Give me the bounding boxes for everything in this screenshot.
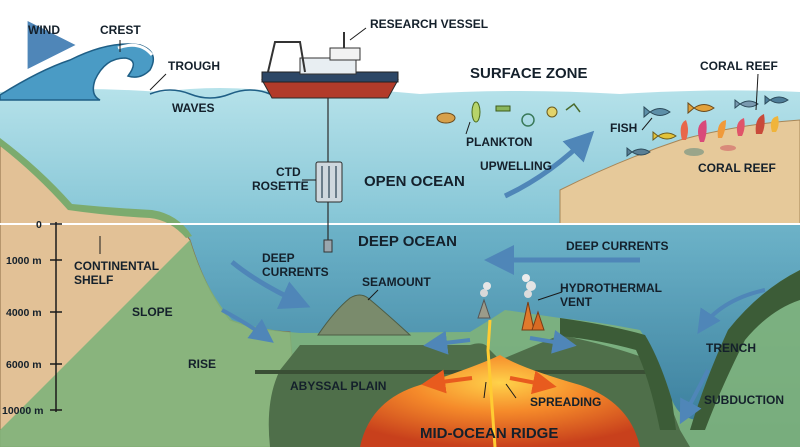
label-plankton: PLANKTON: [466, 135, 532, 149]
plankton-icon: [436, 101, 581, 127]
subduction-arrow: [679, 369, 710, 425]
depth-tick-0: 0: [36, 219, 42, 231]
label-crest: CREST: [100, 23, 141, 37]
label-spreading: SPREADING: [530, 395, 601, 409]
spreading-arrow-left: [421, 369, 473, 394]
label-continental-1: CONTINENTAL: [74, 259, 159, 273]
label-trench: TRENCH: [706, 341, 756, 355]
oceanic-plate-right: [560, 270, 800, 430]
label-wind: WIND: [28, 23, 60, 37]
label-fish: FISH: [610, 121, 637, 135]
ctd-rosette-icon: [315, 161, 343, 253]
label-deep-ocean: DEEP OCEAN: [358, 233, 457, 250]
plate-left-arrow: [423, 330, 471, 355]
label-abyssal-plain: ABYSSAL PLAIN: [290, 379, 386, 393]
label-subduction: SUBDUCTION: [704, 393, 784, 407]
leader-lines: [99, 27, 759, 399]
label-slope: SLOPE: [132, 305, 173, 319]
label-trough: TROUGH: [168, 59, 220, 73]
slope-arrow: [221, 308, 274, 343]
seamount: [317, 294, 412, 336]
research-vessel: [261, 32, 399, 99]
label-coral-reef: CORAL REEF: [698, 161, 776, 175]
spreading-arrow-right: [509, 370, 557, 395]
depth-tick-4000: 4000 m: [6, 307, 42, 319]
ridge-rift: [486, 319, 497, 447]
label-deep-currents-right: DEEP CURRENTS: [566, 239, 668, 253]
label-waves: WAVES: [172, 101, 214, 115]
coral-reef-icon: [680, 114, 779, 156]
deep-currents-left-arrow: [230, 260, 311, 309]
label-hydrothermal: HYDROTHERMAL: [560, 281, 662, 295]
label-rosette: ROSETTE: [252, 179, 309, 193]
label-coral-reef-top: CORAL REEF: [700, 59, 778, 73]
magma-chamber: [360, 355, 640, 447]
label-seamount: SEAMOUNT: [362, 275, 431, 289]
label-vent: VENT: [560, 295, 593, 309]
label-ctd: CTD: [276, 165, 301, 179]
label-upwelling: UPWELLING: [480, 159, 552, 173]
label-continental-2: SHELF: [74, 273, 113, 287]
depth-scale: 0 1000 m 4000 m 6000 m 10000 m: [2, 219, 62, 417]
depth-tick-6000: 6000 m: [6, 359, 42, 371]
label-mid-ocean-ridge: MID-OCEAN RIDGE: [420, 425, 558, 442]
label-deep-currents-left-2: CURRENTS: [262, 265, 329, 279]
label-surface-zone: SURFACE ZONE: [470, 65, 588, 82]
big-wave: [0, 43, 155, 101]
fish-icon: [626, 94, 789, 158]
label-open-ocean: OPEN OCEAN: [364, 173, 465, 190]
wave-crest-foam: [117, 43, 154, 56]
continental-shelf-grass: [0, 138, 192, 238]
waves-line: [149, 89, 271, 99]
trench-arrow: [697, 288, 766, 334]
label-rise: RISE: [188, 357, 216, 371]
label-research-vessel: RESEARCH VESSEL: [370, 17, 488, 31]
plate-right-arrow: [529, 330, 577, 354]
label-deep-currents-left-1: DEEP: [262, 251, 295, 265]
upwelling-arrow: [503, 130, 595, 199]
depth-tick-10000: 10000 m: [2, 405, 43, 417]
depth-tick-1000: 1000 m: [6, 255, 42, 267]
hydrothermal-vents: [477, 274, 545, 331]
